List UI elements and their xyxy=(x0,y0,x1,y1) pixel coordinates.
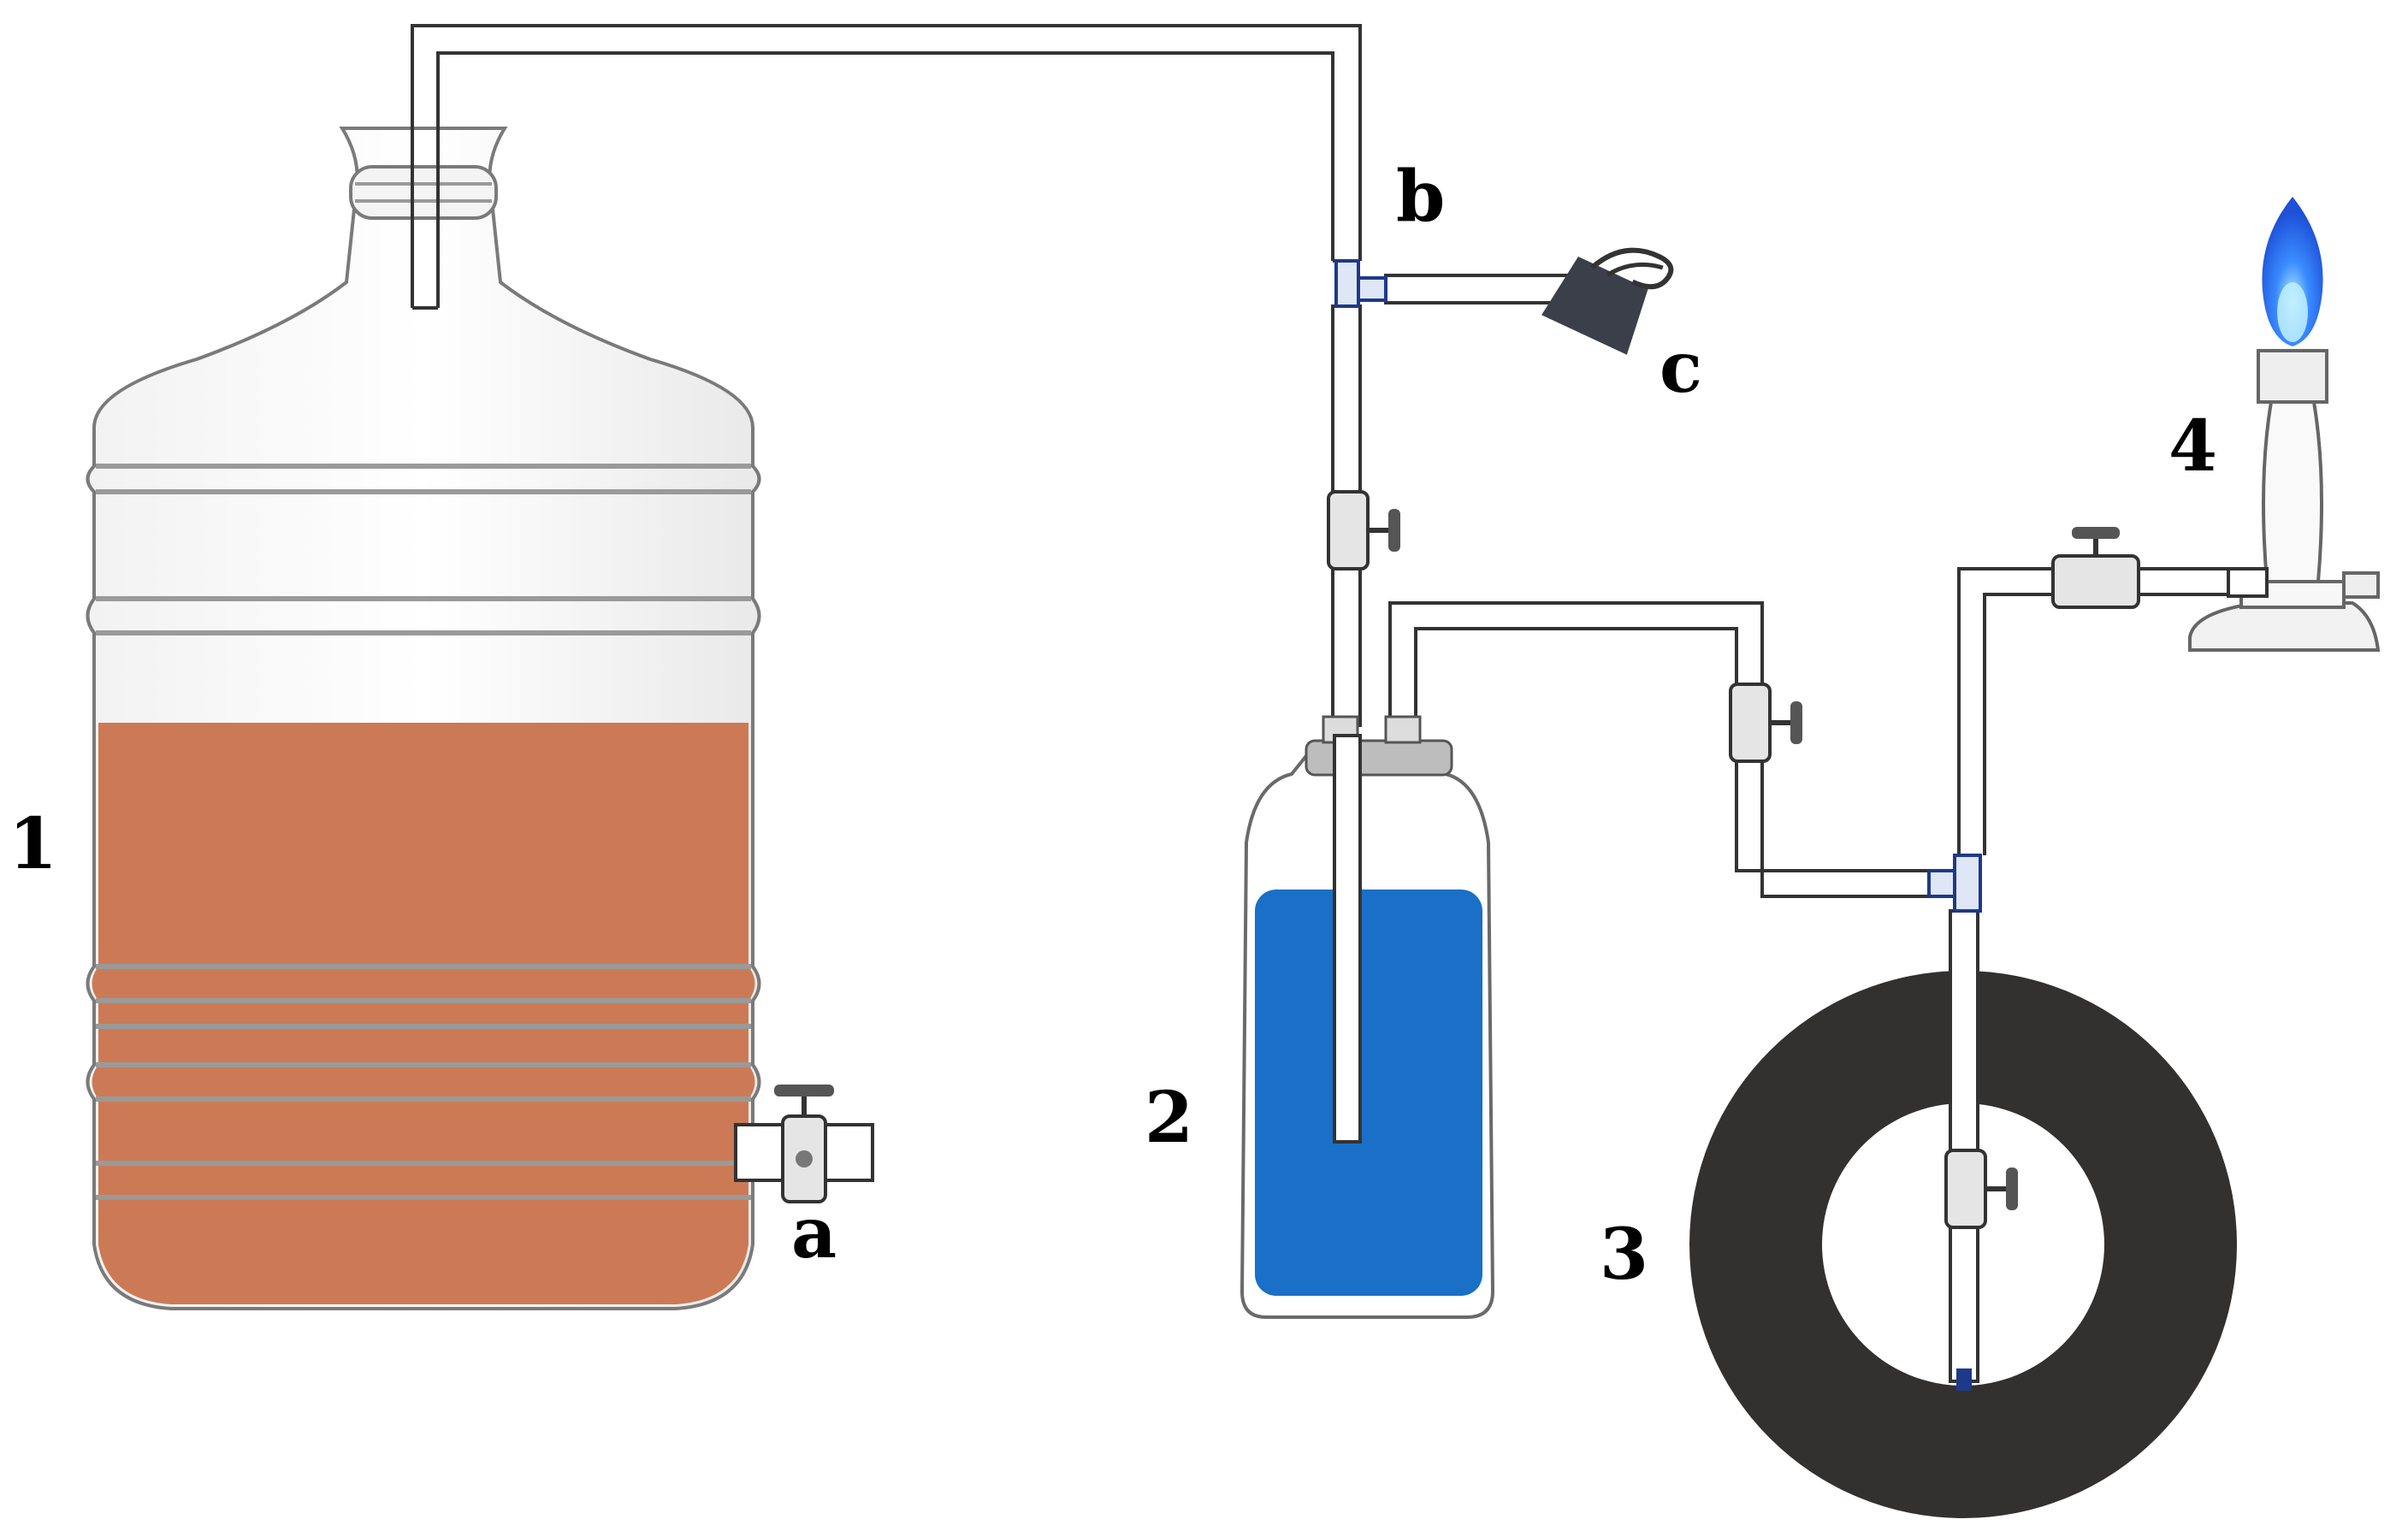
burner-collar xyxy=(2257,349,2328,404)
cap-port-right xyxy=(1384,715,1422,744)
tube-outer xyxy=(411,24,1362,308)
burner-barrel xyxy=(2262,400,2323,583)
bunsen-burner-icon xyxy=(2188,197,2381,652)
tee-connectors xyxy=(1334,259,1982,913)
label-tee-b: b xyxy=(1396,156,1445,238)
tire-valve-tip xyxy=(1956,1368,1972,1391)
stopcock-valve-icon[interactable] xyxy=(1944,1149,2018,1229)
tire-valve-tube xyxy=(1949,909,1979,1383)
outlet-tube-inner xyxy=(1414,627,1929,872)
label-vessel: 1 xyxy=(9,803,57,885)
tee-b-connector xyxy=(1334,259,1360,308)
burner-tube-inner xyxy=(1983,593,2228,855)
burner-base xyxy=(2188,601,2381,652)
tire xyxy=(1689,909,2237,1518)
vessel-neck-ring xyxy=(349,165,498,220)
binder-clip-icon[interactable] xyxy=(1541,222,1675,358)
storage-vessel xyxy=(86,127,761,1310)
tube-inner xyxy=(436,51,1334,308)
stopcock-valve-icon[interactable] xyxy=(2051,527,2140,609)
clip-body xyxy=(1541,257,1648,355)
label-tire: 3 xyxy=(1600,1214,1648,1296)
wash-bottle xyxy=(1239,715,1495,1319)
stopcock-valve-icon[interactable] xyxy=(1729,683,1802,763)
label-burner: 4 xyxy=(2168,405,2217,488)
label-wash-bottle: 2 xyxy=(1145,1077,1193,1159)
stopcock-valve-icon[interactable] xyxy=(734,1085,874,1203)
bottle-water xyxy=(1255,890,1482,1296)
vessel-ribs xyxy=(96,464,751,1200)
dip-tube-front xyxy=(1333,734,1362,1144)
burner-tube-outer xyxy=(1957,567,2228,855)
bottle-cap xyxy=(1305,739,1453,777)
tee-tire-connector xyxy=(1927,869,1956,898)
stopcock-valve-icon[interactable] xyxy=(1327,490,1400,570)
label-clip-c: c xyxy=(1660,327,1702,409)
vessel-liquid xyxy=(92,723,755,1304)
label-valve-a: a xyxy=(791,1192,837,1274)
outlet-tube-outer xyxy=(1388,601,1929,898)
